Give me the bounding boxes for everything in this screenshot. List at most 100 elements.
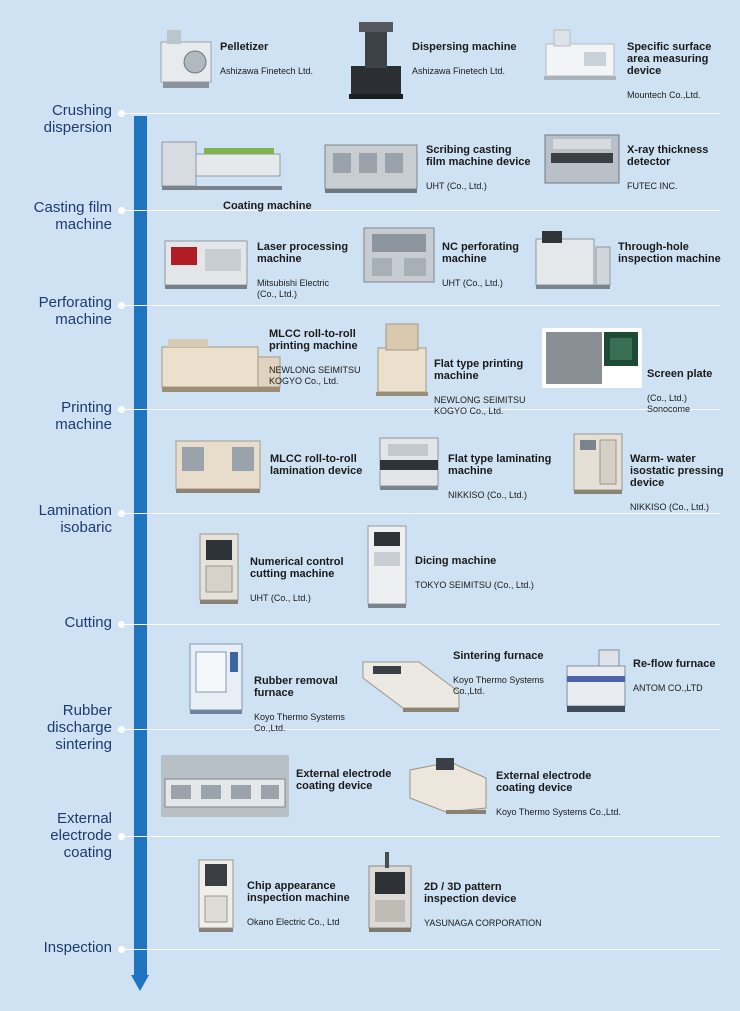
equipment-name: Chip appearance inspection machine [247, 880, 350, 904]
pattern-inspection-device-image [365, 850, 415, 934]
process-flow-arrowhead [131, 975, 149, 991]
stage-divider [122, 210, 720, 211]
stage-crushing-dispersion: Crushing dispersion [43, 102, 112, 136]
stage-marker [118, 510, 125, 517]
equipment-name: Screen plate [647, 368, 713, 380]
laser-processing-machine-label: Laser processing machine Mitsubishi Elec… [257, 229, 348, 312]
stage-printing-machine: Printing machine [55, 399, 112, 433]
nc-cutting-machine-label: Numerical control cutting machine UHT (C… [250, 544, 344, 616]
warm-water-press-label: Warm- water isostatic pressing device NI… [630, 441, 724, 525]
equipment-maker: YASUNAGA CORPORATION [424, 918, 542, 928]
equipment-name: Flat type printing machine [434, 358, 524, 382]
rubber-removal-furnace-label: Rubber removal furnace Koyo Thermo Syste… [254, 663, 345, 746]
equipment-name: Pelletizer [220, 41, 269, 53]
external-electrode-coating-device-image [406, 752, 490, 818]
mlcc-lamination-device-image [172, 433, 264, 495]
screen-plate-label: Screen plate (Co., Ltd.) Sonocome [647, 356, 712, 427]
stage-divider [122, 949, 720, 950]
stage-marker [118, 302, 125, 309]
equipment-name: Flat type laminating machine [448, 453, 552, 477]
stage-marker [118, 406, 125, 413]
equipment-maker: TOKYO SEIMITSU (Co., Ltd.) [415, 580, 534, 590]
equipment-name: Through-hole inspection machine [618, 241, 721, 265]
stage-rubber-discharge-sintering: Rubber discharge sintering [46, 702, 112, 753]
sintering-furnace-label: Sintering furnace Koyo Thermo Systems Co… [453, 638, 544, 709]
scribing-casting-film-label: Scribing casting film machine device UHT… [426, 132, 531, 204]
laser-processing-machine-image [161, 231, 251, 291]
through-hole-inspection-label: Through-hole inspection machine [618, 229, 721, 277]
equipment-maker: UHT (Co., Ltd.) [426, 181, 487, 191]
flat-laminating-machine-image [376, 432, 442, 492]
through-hole-inspection-image [532, 227, 614, 291]
equipment-name: Re-flow furnace [633, 658, 716, 670]
stage-marker [118, 833, 125, 840]
dicing-machine-image [364, 522, 410, 610]
xray-thickness-detector-image [543, 133, 621, 185]
equipment-name: External electrode coating device [496, 770, 592, 794]
equipment-maker: UHT (Co., Ltd.) [250, 593, 311, 603]
stage-marker [118, 946, 125, 953]
xray-thickness-detector-label: X-ray thickness detector FUTEC INC. [627, 132, 708, 204]
stage-cutting: Cutting [64, 614, 112, 631]
equipment-name: MLCC roll-to-roll lamination device [270, 453, 363, 477]
stage-perforating-machine: Perforating machine [38, 294, 112, 328]
dispersing-machine-image [345, 18, 407, 100]
stage-divider [122, 113, 720, 114]
reflow-furnace-image [563, 644, 629, 716]
flat-printing-machine-label: Flat type printing machine NEWLONG SEIMI… [434, 346, 526, 429]
external-electrode-coating-1-label: External electrode coating device [296, 756, 391, 804]
external-electrode-coating-2-label: External electrode coating device Koyo T… [496, 758, 621, 830]
equipment-maker: Koyo Thermo Systems Co.,Ltd. [496, 807, 621, 817]
equipment-maker: FUTEC INC. [627, 181, 678, 191]
mlcc-printing-machine-image [158, 329, 284, 397]
pelletizer-image [157, 22, 215, 92]
sintering-furnace-image [359, 652, 464, 714]
equipment-maker: Mitsubishi Electric (Co., Ltd.) [257, 278, 330, 299]
surface-area-device-image [540, 26, 620, 84]
equipment-maker: Mountech Co.,Ltd. [627, 90, 701, 100]
stage-divider [122, 305, 720, 306]
equipment-name: X-ray thickness detector [627, 144, 709, 168]
external-electrode-coating-line-image [161, 755, 289, 817]
stage-marker [118, 621, 125, 628]
equipment-maker: Koyo Thermo Systems Co.,Ltd. [254, 712, 345, 733]
equipment-maker: ANTOM CO.,LTD [633, 683, 703, 693]
equipment-name: External electrode coating device [296, 768, 392, 792]
chip-appearance-inspection-image [195, 856, 237, 934]
equipment-maker: NIKKISO (Co., Ltd.) [630, 502, 710, 512]
equipment-maker: NIKKISO (Co., Ltd.) [448, 490, 528, 500]
stage-divider [122, 729, 720, 730]
surface-area-device-label: Specific surface area measuring device M… [627, 29, 711, 113]
warm-water-press-image [570, 430, 626, 496]
stage-divider [122, 836, 720, 837]
flat-printing-machine-image [372, 318, 432, 398]
equipment-name: Laser processing machine [257, 241, 349, 265]
equipment-name: Numerical control cutting machine [250, 556, 344, 580]
equipment-maker: UHT (Co., Ltd.) [442, 278, 503, 288]
nc-cutting-machine-image [196, 530, 242, 606]
scribing-casting-film-image [323, 139, 420, 195]
mlcc-lamination-device-label: MLCC roll-to-roll lamination device [270, 441, 362, 489]
equipment-name: Scribing casting film machine device [426, 144, 531, 168]
stage-marker [118, 726, 125, 733]
equipment-maker: Koyo Thermo Systems Co.,Ltd. [453, 675, 544, 696]
stage-external-electrode-coating: External electrode coating [50, 810, 112, 861]
stage-divider [122, 409, 720, 410]
stage-divider [122, 513, 720, 514]
coating-machine-label: Coating machine [223, 188, 312, 224]
equipment-name: MLCC roll-to-roll printing machine [269, 328, 358, 352]
equipment-name: 2D / 3D pattern inspection device [424, 881, 517, 905]
nc-perforating-machine-label: NC perforating machine UHT (Co., Ltd.) [442, 229, 519, 301]
rubber-removal-furnace-image [186, 640, 246, 716]
equipment-maker: Okano Electric Co., Ltd [247, 917, 340, 927]
stage-lamination-isobaric: Lamination isobaric [38, 502, 112, 536]
equipment-name: Coating machine [223, 200, 312, 212]
equipment-name: Specific surface area measuring device [627, 41, 712, 77]
stage-marker [118, 110, 125, 117]
equipment-maker: (Co., Ltd.) Sonocome [647, 393, 691, 414]
process-flow-arrow [134, 116, 147, 976]
equipment-name: Dispersing machine [412, 41, 517, 53]
equipment-maker: NEWLONG SEIMITSU KOGYO Co., Ltd. [434, 395, 526, 416]
equipment-name: NC perforating machine [442, 241, 519, 265]
dispersing-machine-label: Dispersing machine Ashizawa Finetech Ltd… [412, 29, 517, 89]
